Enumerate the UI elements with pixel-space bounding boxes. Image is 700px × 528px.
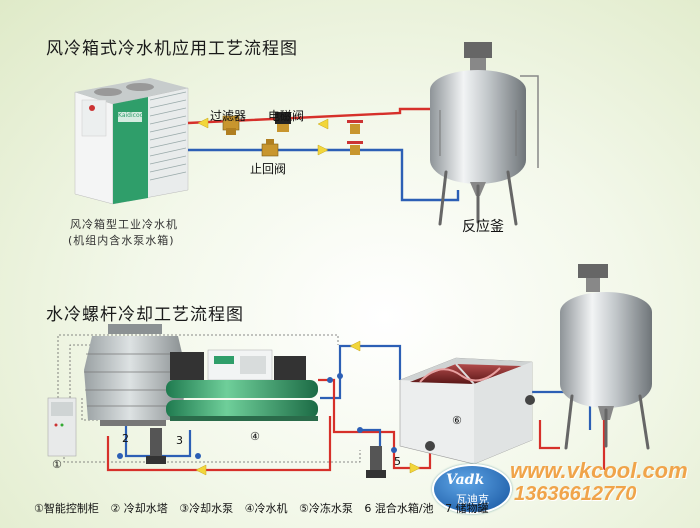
bottom-valves [117,373,397,459]
marker-6: ⑥ [452,414,462,427]
solenoid-valve [275,112,291,132]
legend-item: ⑤冷冻水泵 [298,502,353,515]
brand-logo-text: Vadk [446,472,485,488]
legend-item: 7 储物罐 [445,502,489,515]
check-valve-label: 止回阀 [250,162,287,176]
chiller-caption-line1: 风冷箱型工业冷水机 [70,218,178,231]
top-section-title: 风冷箱式冷水机应用工艺流程图 [46,39,298,59]
marker-1: ① [52,458,62,471]
legend-item: ④冷水机 [244,502,288,515]
filter-valve [222,115,240,135]
marker-3: 3 [176,434,183,447]
cooling-tower [84,324,186,426]
control-cabinet [47,397,77,457]
top-flow-arrows [197,117,329,156]
chiller-caption-line2: (机组内含水泵水箱) [68,234,175,247]
gate-valve-lower [347,141,363,155]
control-lines [57,334,361,463]
air-cooled-chiller [74,78,189,205]
marker-4: ④ [250,430,260,443]
brand-logo-cn: 瓦迪克 [456,493,489,506]
brand-logo: Vadk 瓦迪克 [432,464,512,514]
mixing-tank [399,357,535,465]
legend-item: ③冷却水泵 [179,502,234,515]
reactor-label: 反应釜 [462,219,504,235]
storage-tank [560,264,652,450]
chilled-water-pump [366,446,386,478]
reactor-top [430,42,539,226]
bottom-section-title: 水冷螺杆冷却工艺流程图 [46,305,244,325]
legend-item: ② 冷却水塔 [110,502,168,515]
component-legend: ①智能控制柜 ② 冷却水塔 ③冷却水泵 ④冷水机 ⑤冷冻水泵 6 混合水箱/池 … [34,500,497,516]
check-valve [261,139,279,157]
legend-item: 6 混合水箱/池 [364,502,434,515]
website-url: www.vkcool.com [510,458,688,483]
bottom-flow-arrows [195,340,421,476]
filter-label: 过滤器 [210,109,247,123]
marker-5: 5 [394,455,401,468]
marker-2: 2 [122,432,129,445]
solenoid-valve-label: 电磁阀 [268,109,305,123]
screw-chiller [166,349,318,421]
gate-valve-upper [347,120,363,134]
legend-item: ①智能控制柜 [34,502,99,515]
phone-number: 13636612770 [514,483,637,505]
chiller-panel-brand: Kaidicool [118,112,145,119]
cooling-water-pump [146,428,166,464]
